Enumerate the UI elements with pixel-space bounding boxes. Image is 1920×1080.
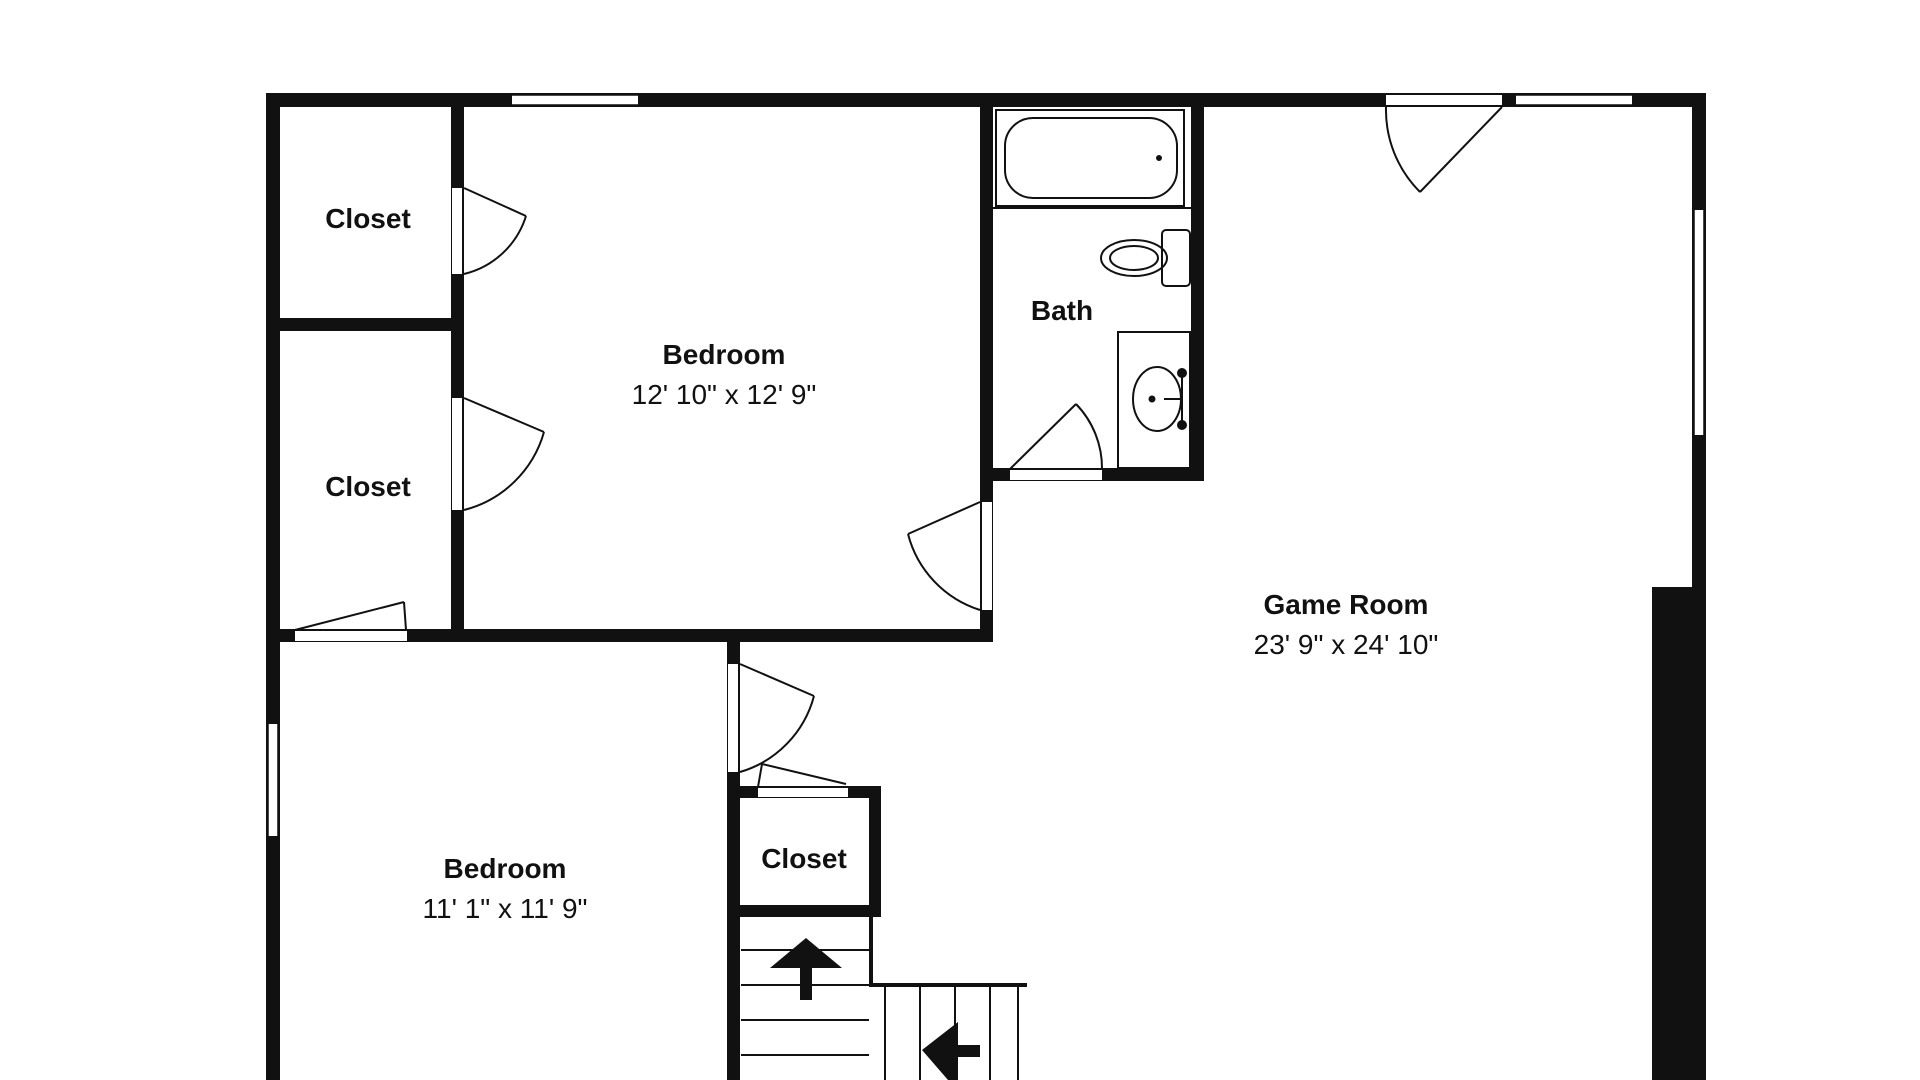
window-right-gameroom bbox=[1693, 210, 1705, 435]
door-bedroom1 bbox=[907, 501, 992, 611]
room-label-closet-2: Closet bbox=[325, 471, 411, 502]
chimney-block bbox=[1652, 587, 1706, 1080]
window-top-bedroom1 bbox=[512, 94, 638, 106]
door-closet2 bbox=[452, 397, 545, 511]
room-label-closet-1: Closet bbox=[325, 203, 411, 234]
stair-wall-right bbox=[869, 905, 873, 985]
door-bedroom2 bbox=[728, 663, 815, 773]
room-label-bedroom-2: Bedroom bbox=[444, 853, 567, 884]
fixtures bbox=[993, 109, 1191, 469]
window-top-gameroom-2 bbox=[1516, 94, 1632, 106]
room-dims-bedroom-2: 11' 1" x 11' 9" bbox=[423, 893, 588, 924]
stairs-up-arrow-icon bbox=[770, 938, 842, 1000]
room-dims-game-room: 23' 9" x 24' 10" bbox=[1254, 629, 1439, 660]
door-closet1 bbox=[452, 187, 527, 275]
door-closet2-bottom bbox=[294, 601, 407, 641]
door-gameroom-top bbox=[1384, 95, 1503, 193]
door-closet3 bbox=[757, 763, 848, 797]
room-dims-bedroom-1: 12' 10" x 12' 9" bbox=[632, 379, 817, 410]
stair-wall-top bbox=[869, 983, 1027, 987]
room-label-bedroom-1: Bedroom bbox=[663, 339, 786, 370]
room-label-game-room: Game Room bbox=[1264, 589, 1429, 620]
stairs bbox=[741, 938, 1019, 1080]
bathtub bbox=[995, 109, 1185, 207]
walls bbox=[266, 93, 1706, 1080]
doors bbox=[294, 95, 1503, 797]
stairs-left-arrow-icon bbox=[922, 1022, 980, 1080]
closet3-right bbox=[869, 786, 881, 917]
toilet bbox=[1100, 229, 1191, 287]
window-left-bedroom2 bbox=[267, 724, 279, 836]
wall-bedroom1-bottom bbox=[266, 629, 992, 642]
door-bath bbox=[1009, 403, 1104, 480]
closet3-bottom bbox=[727, 905, 881, 917]
wall-bath-right bbox=[1191, 93, 1204, 481]
sink-vanity bbox=[1117, 331, 1191, 469]
room-label-closet-3: Closet bbox=[761, 843, 847, 874]
wall-between-closets bbox=[266, 318, 464, 331]
outer-wall-left bbox=[266, 93, 280, 1080]
wall-closets-bedroom bbox=[451, 93, 464, 641]
room-label-bath: Bath bbox=[1031, 295, 1093, 326]
room-labels: Closet Closet Bedroom 12' 10" x 12' 9" B… bbox=[325, 203, 1438, 924]
